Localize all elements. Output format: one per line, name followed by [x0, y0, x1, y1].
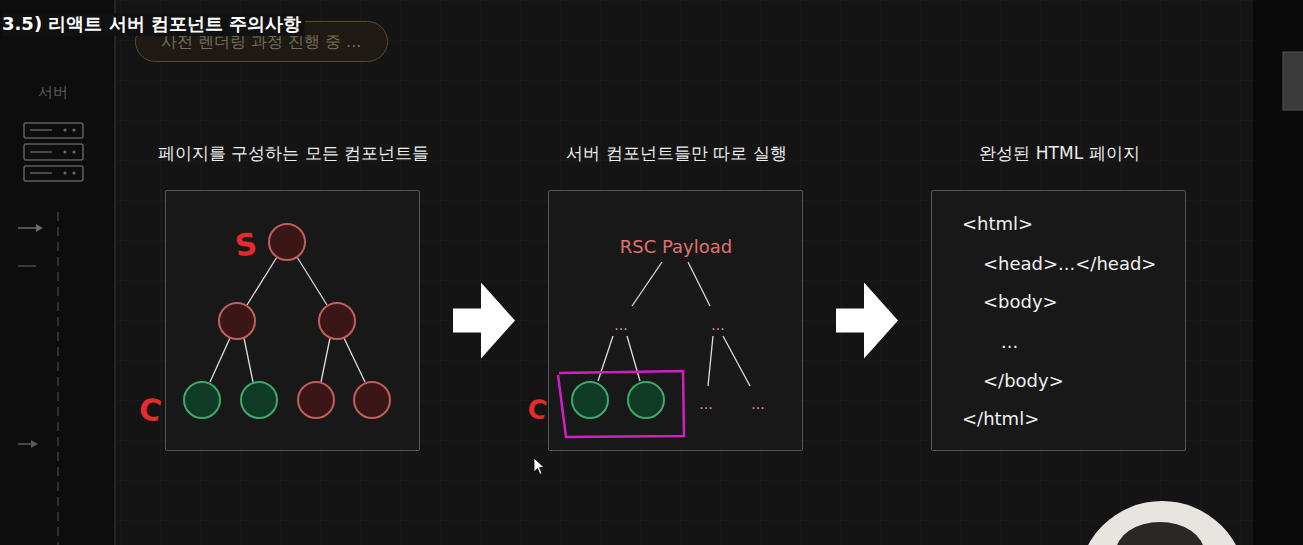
- tree-line: [321, 338, 330, 382]
- server-icon-unit: [24, 166, 83, 181]
- server-component-circle: [319, 303, 355, 339]
- server-component-circle: [269, 224, 305, 260]
- sidebar-arrow: [18, 227, 38, 229]
- server-icon-unit: [24, 123, 83, 138]
- side-widget: [1283, 52, 1303, 110]
- timeline-dashed: [57, 212, 59, 545]
- tree-line: [297, 257, 327, 305]
- node-text: RSC Payload: [620, 236, 732, 259]
- sidebar-arrowhead: [31, 440, 38, 448]
- tree-line: [247, 257, 277, 305]
- payload-lines: [598, 262, 750, 386]
- tree-line: [344, 338, 365, 382]
- annotation-mark: S: [233, 226, 259, 265]
- server-led: [72, 150, 75, 153]
- client-component-circle: [184, 382, 220, 418]
- server-component-circle: [298, 382, 334, 418]
- payload-line: [632, 262, 662, 306]
- node-text: ...: [711, 317, 724, 335]
- sidebar-arrowhead: [36, 224, 43, 232]
- payload-line: [723, 336, 750, 386]
- server-slot: [30, 151, 52, 153]
- client-component-circle: [241, 382, 277, 418]
- server-led: [63, 128, 66, 131]
- node-text: </html>: [962, 408, 1039, 431]
- payload-line: [708, 336, 713, 386]
- node-heading: 서버 컴포넌트들만 따로 실행: [566, 143, 786, 164]
- slide-title: 3.5) 리액트 서버 컴포넌트 주의사항: [2, 13, 305, 36]
- presenter-hair: [1116, 522, 1204, 545]
- highlight-box: [558, 371, 684, 437]
- flow-arrow: [836, 309, 864, 333]
- server-component-circle: [219, 303, 255, 339]
- sidebar-border: [114, 0, 116, 545]
- client-component-circle: [628, 382, 664, 418]
- payload-line: [688, 262, 710, 306]
- server-led: [72, 128, 75, 131]
- node-text: <html>: [962, 213, 1033, 236]
- panel-ground: [165, 190, 420, 451]
- tree-line: [210, 338, 230, 382]
- panel-box: 페이지를 구성하는 모든 컴포넌트들: [165, 190, 420, 451]
- grid-ground: [115, 0, 1253, 545]
- node-text: ...: [699, 396, 712, 414]
- sidebar-ground: [0, 0, 115, 545]
- node-text: ...: [614, 317, 627, 335]
- panel-ground: [931, 190, 1186, 451]
- presenter-thumbnail: [1078, 501, 1246, 545]
- node-heading: 페이지를 구성하는 모든 컴포넌트들: [158, 143, 429, 164]
- annotation-mark: C: [136, 390, 164, 429]
- server-slot: [30, 172, 52, 174]
- panel-ground: [548, 190, 803, 451]
- annotation-mark: C: [525, 393, 549, 427]
- node-text: ...: [751, 396, 764, 414]
- sidebar-tick: [18, 265, 36, 267]
- server-icon-unit: [24, 144, 83, 160]
- mouse-cursor: [534, 458, 544, 475]
- node-text: ...: [1001, 331, 1018, 354]
- server-component-circle: [354, 382, 390, 418]
- flow-arrow: [453, 309, 481, 333]
- client-component-circle: [572, 382, 608, 418]
- node-heading: 완성된 HTML 페이지: [979, 143, 1139, 164]
- server-slot: [30, 129, 52, 131]
- tree-line: [244, 338, 253, 382]
- node-text: <body>: [983, 291, 1058, 314]
- server-led: [63, 171, 66, 174]
- sidebar-arrow: [18, 443, 32, 445]
- panel-box: 서버 컴포넌트들만 따로 실행RSC Payload............: [548, 190, 803, 451]
- payload-line: [598, 336, 613, 381]
- node-text: </body>: [983, 370, 1064, 393]
- server-led: [72, 171, 75, 174]
- lane-label: 서버: [38, 83, 68, 101]
- server-led: [63, 150, 66, 153]
- tree-lines: [210, 257, 365, 382]
- node-text: <head>...</head>: [983, 253, 1156, 276]
- payload-line: [627, 336, 640, 381]
- panel-box: 완성된 HTML 페이지<html><head>...</head><body>…: [931, 190, 1186, 451]
